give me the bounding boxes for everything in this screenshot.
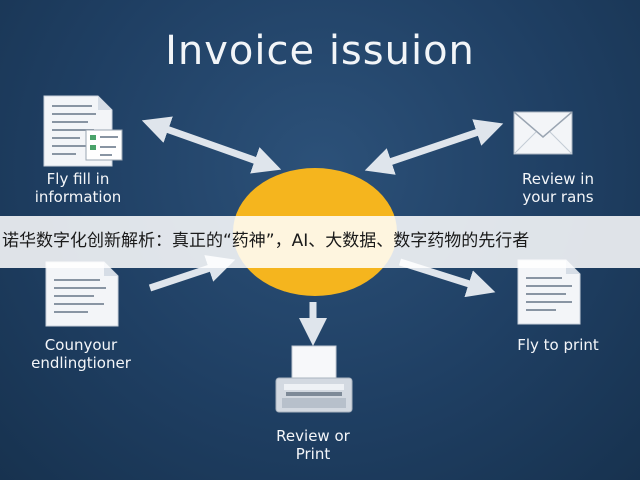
printer-icon <box>275 345 353 413</box>
label-top-right: Review in your rans <box>522 170 594 206</box>
caption-banner: 诺华数字化创新解析：真正的“药神”，AI、大数据、数字药物的先行者 <box>0 216 640 268</box>
label-bottom-center: Review or Print <box>276 427 350 463</box>
envelope-icon <box>513 111 573 155</box>
label-bottom-left: Counyour endlingtioner <box>31 336 131 372</box>
arrow-left-lower <box>148 255 236 292</box>
arrow-top-right <box>364 119 504 175</box>
document-with-form-icon <box>43 95 123 167</box>
arrow-top-left <box>141 116 282 174</box>
label-top-left: Fly fill in information <box>34 170 122 206</box>
label-bottom-right: Fly to print <box>517 336 599 354</box>
diagram-title: Invoice issuion <box>165 28 475 74</box>
document-icon-right <box>517 259 581 325</box>
document-icon-left <box>45 261 119 327</box>
banner-text: 诺华数字化创新解析：真正的“药神”，AI、大数据、数字药物的先行者 <box>2 231 530 251</box>
